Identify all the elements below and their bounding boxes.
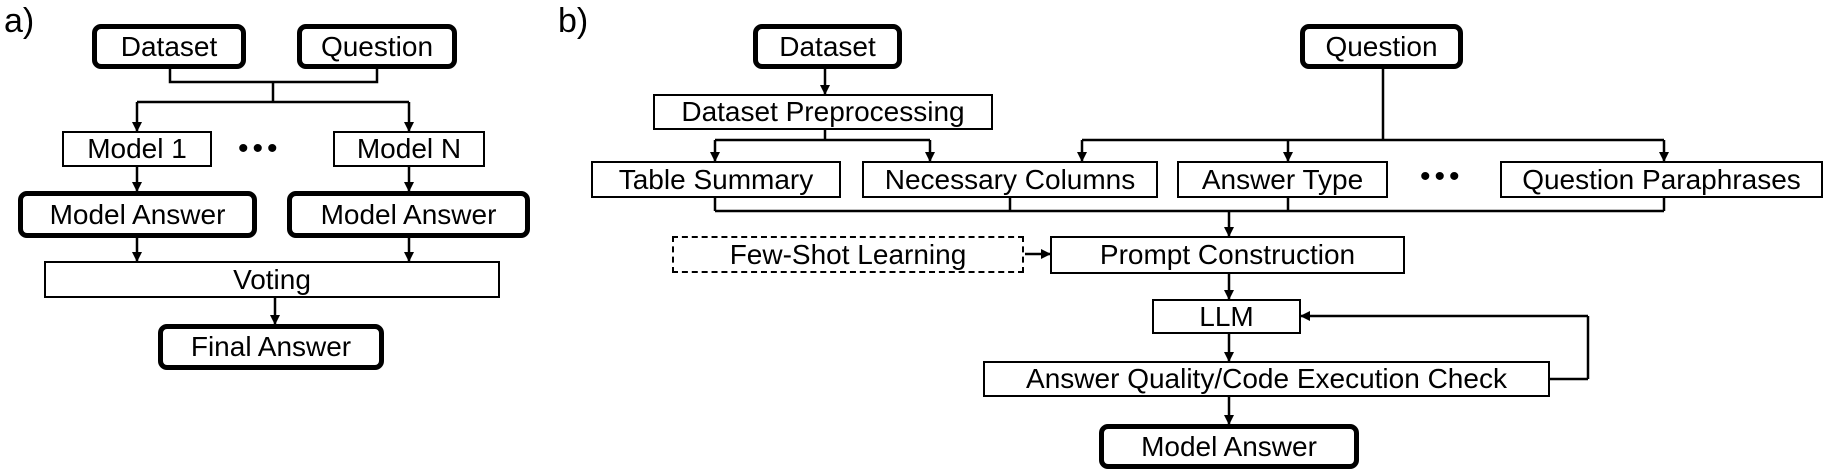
ellipsis-icon-b: ••• — [1420, 160, 1464, 193]
model-n-box: Model N — [333, 131, 485, 167]
few-shot-learning-box: Few-Shot Learning — [672, 236, 1024, 273]
panel-a-label: a) — [4, 2, 35, 40]
dataset-box: Dataset — [92, 24, 246, 69]
dataset-box-b: Dataset — [753, 24, 902, 69]
model-1-box: Model 1 — [62, 131, 212, 167]
voting-box: Voting — [44, 261, 500, 298]
dataset-preprocessing-box: Dataset Preprocessing — [653, 94, 993, 130]
model-answer-1-box: Model Answer — [18, 191, 257, 238]
question-box-b: Question — [1300, 24, 1463, 69]
llm-box: LLM — [1152, 299, 1301, 334]
model-answer-n-box: Model Answer — [287, 191, 530, 238]
prompt-construction-box: Prompt Construction — [1050, 236, 1405, 274]
final-answer-box: Final Answer — [158, 324, 384, 370]
answer-quality-check-box: Answer Quality/Code Execution Check — [983, 361, 1550, 397]
model-answer-box-b: Model Answer — [1099, 424, 1359, 469]
question-paraphrases-box: Question Paraphrases — [1500, 161, 1823, 198]
necessary-columns-box: Necessary Columns — [862, 161, 1158, 198]
ellipsis-icon: ••• — [238, 132, 282, 165]
panel-b-label: b) — [558, 2, 589, 40]
question-box: Question — [297, 24, 457, 69]
table-summary-box: Table Summary — [591, 161, 841, 198]
answer-type-box: Answer Type — [1177, 161, 1388, 198]
